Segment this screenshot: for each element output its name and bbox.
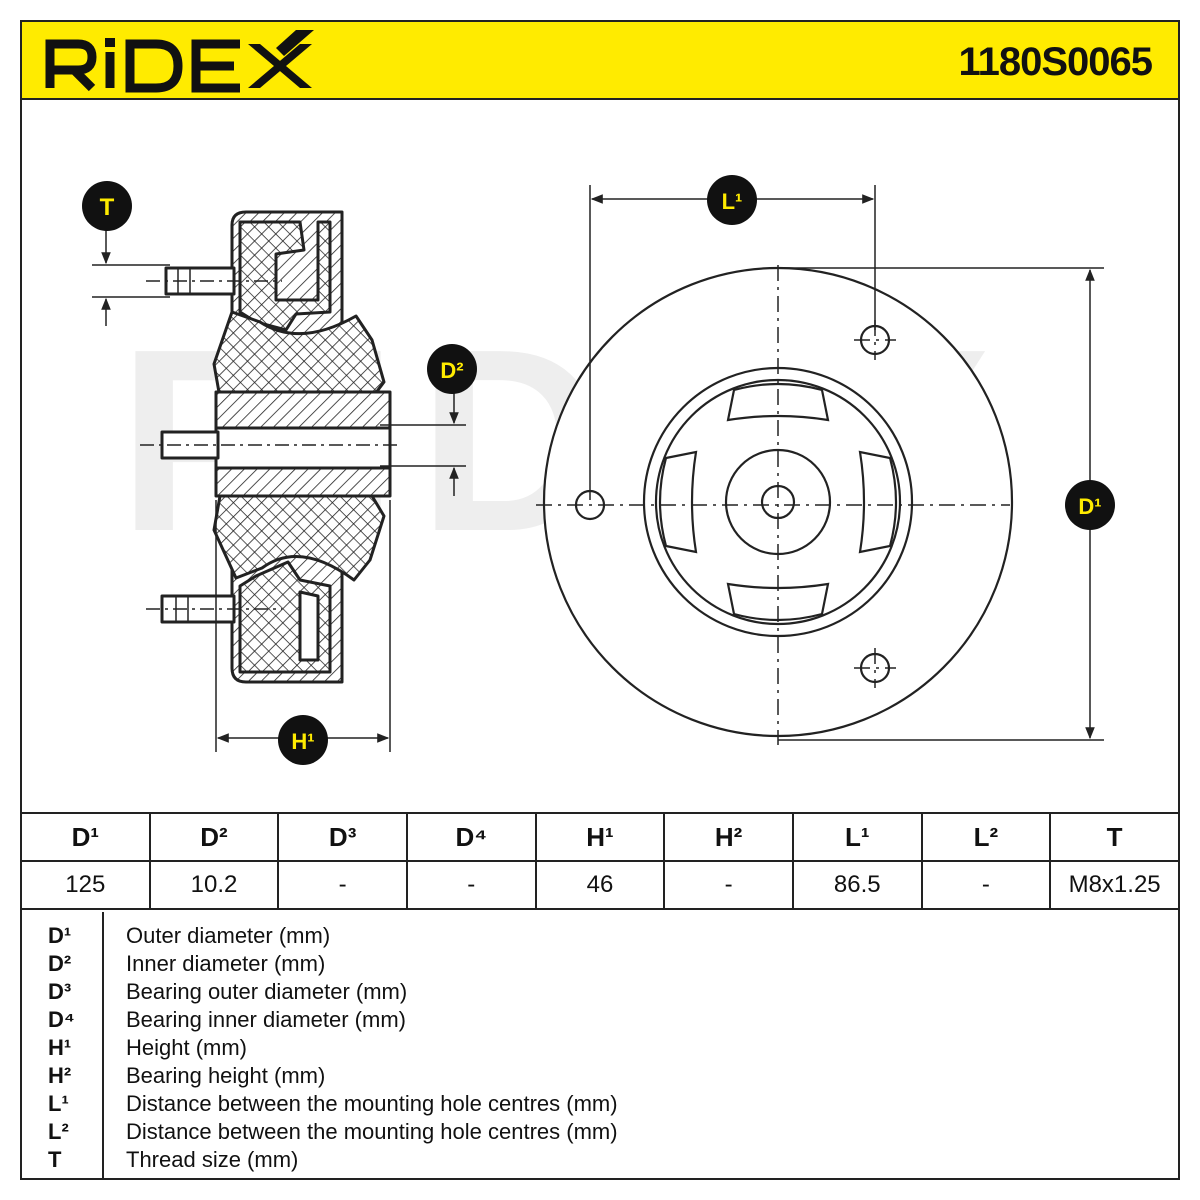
side-section-view xyxy=(160,210,392,684)
legend-text: Bearing inner diameter (mm) xyxy=(126,1007,406,1032)
legend-text: Bearing outer diameter (mm) xyxy=(126,979,408,1004)
spec-header-d4: D⁴ xyxy=(405,812,537,862)
spec-value-d1: 125 xyxy=(20,860,151,910)
legend-text: Distance between the mounting hole centr… xyxy=(126,1119,618,1144)
legend-code: L² xyxy=(48,1119,69,1144)
spec-value-h1: 46 xyxy=(534,860,666,910)
legend-code: H¹ xyxy=(48,1035,72,1060)
threaded-stud-lower xyxy=(160,594,236,624)
legend-item: H¹ Height (mm) xyxy=(22,1034,1178,1062)
spec-header-t: T xyxy=(1049,812,1180,862)
legend-item: L² Distance between the mounting hole ce… xyxy=(22,1118,1178,1146)
spec-table: D¹ D² D³ D⁴ H¹ H² L¹ L² T 125 10.2 - - 4… xyxy=(20,812,1180,910)
label-d2: D² xyxy=(427,344,477,394)
svg-text:D¹: D¹ xyxy=(1078,494,1101,519)
label-d1: D¹ xyxy=(1065,480,1115,530)
ridex-logo xyxy=(45,30,314,93)
spec-value-d2: 10.2 xyxy=(148,860,280,910)
spec-value-l1: 86.5 xyxy=(791,860,923,910)
legend-text: Inner diameter (mm) xyxy=(126,951,326,976)
legend-code: D² xyxy=(48,951,72,976)
svg-text:H¹: H¹ xyxy=(291,729,314,754)
spec-header-h2: H² xyxy=(663,812,794,862)
spec-header-h1: H¹ xyxy=(534,812,666,862)
header-bar: 1180S0065 xyxy=(20,20,1180,100)
technical-drawing: RIDEX xyxy=(82,175,1115,765)
legend-text: Outer diameter (mm) xyxy=(126,923,331,948)
legend-code: D³ xyxy=(48,979,72,1004)
part-number: 1180S0065 xyxy=(958,40,1153,84)
legend-item: D⁴ Bearing inner diameter (mm) xyxy=(22,1006,1178,1034)
dimension-t xyxy=(92,228,170,326)
legend-divider xyxy=(102,912,104,1178)
spec-value-d4: - xyxy=(405,860,537,910)
spec-value-row: 125 10.2 - - 46 - 86.5 - M8x1.25 xyxy=(20,860,1180,910)
legend-text: Bearing height (mm) xyxy=(126,1063,326,1088)
dimension-d2 xyxy=(380,392,466,496)
legend-text: Thread size (mm) xyxy=(126,1147,299,1172)
svg-text:L¹: L¹ xyxy=(722,189,743,214)
svg-text:T: T xyxy=(100,194,115,221)
legend-item: D² Inner diameter (mm) xyxy=(22,950,1178,978)
label-h1: H¹ xyxy=(278,715,328,765)
label-t: T xyxy=(82,181,132,231)
spec-header-d3: D³ xyxy=(277,812,408,862)
spec-header-l2: L² xyxy=(920,812,1052,862)
svg-text:D²: D² xyxy=(440,358,463,383)
legend-item: L¹ Distance between the mounting hole ce… xyxy=(22,1090,1178,1118)
legend-code: L¹ xyxy=(48,1091,69,1116)
spec-value-t: M8x1.25 xyxy=(1049,860,1180,910)
legend-code: D⁴ xyxy=(48,1007,75,1032)
legend-item: T Thread size (mm) xyxy=(22,1146,1178,1174)
legend: D¹ Outer diameter (mm) D² Inner diameter… xyxy=(20,912,1180,1180)
legend-text: Height (mm) xyxy=(126,1035,248,1060)
legend-item: D¹ Outer diameter (mm) xyxy=(22,922,1178,950)
spec-header-l1: L¹ xyxy=(791,812,923,862)
label-l1: L¹ xyxy=(707,175,757,225)
legend-text: Distance between the mounting hole centr… xyxy=(126,1091,618,1116)
front-view xyxy=(542,266,1014,738)
spec-value-d3: - xyxy=(277,860,408,910)
legend-item: H² Bearing height (mm) xyxy=(22,1062,1178,1090)
spec-header-d1: D¹ xyxy=(20,812,151,862)
spec-value-l2: - xyxy=(920,860,1052,910)
spec-header-d2: D² xyxy=(148,812,280,862)
legend-code: T xyxy=(48,1147,62,1172)
legend-code: D¹ xyxy=(48,923,72,948)
legend-item: D³ Bearing outer diameter (mm) xyxy=(22,978,1178,1006)
spec-header-row: D¹ D² D³ D⁴ H¹ H² L¹ L² T xyxy=(20,812,1180,862)
legend-code: H² xyxy=(48,1063,72,1088)
spec-value-h2: - xyxy=(663,860,794,910)
